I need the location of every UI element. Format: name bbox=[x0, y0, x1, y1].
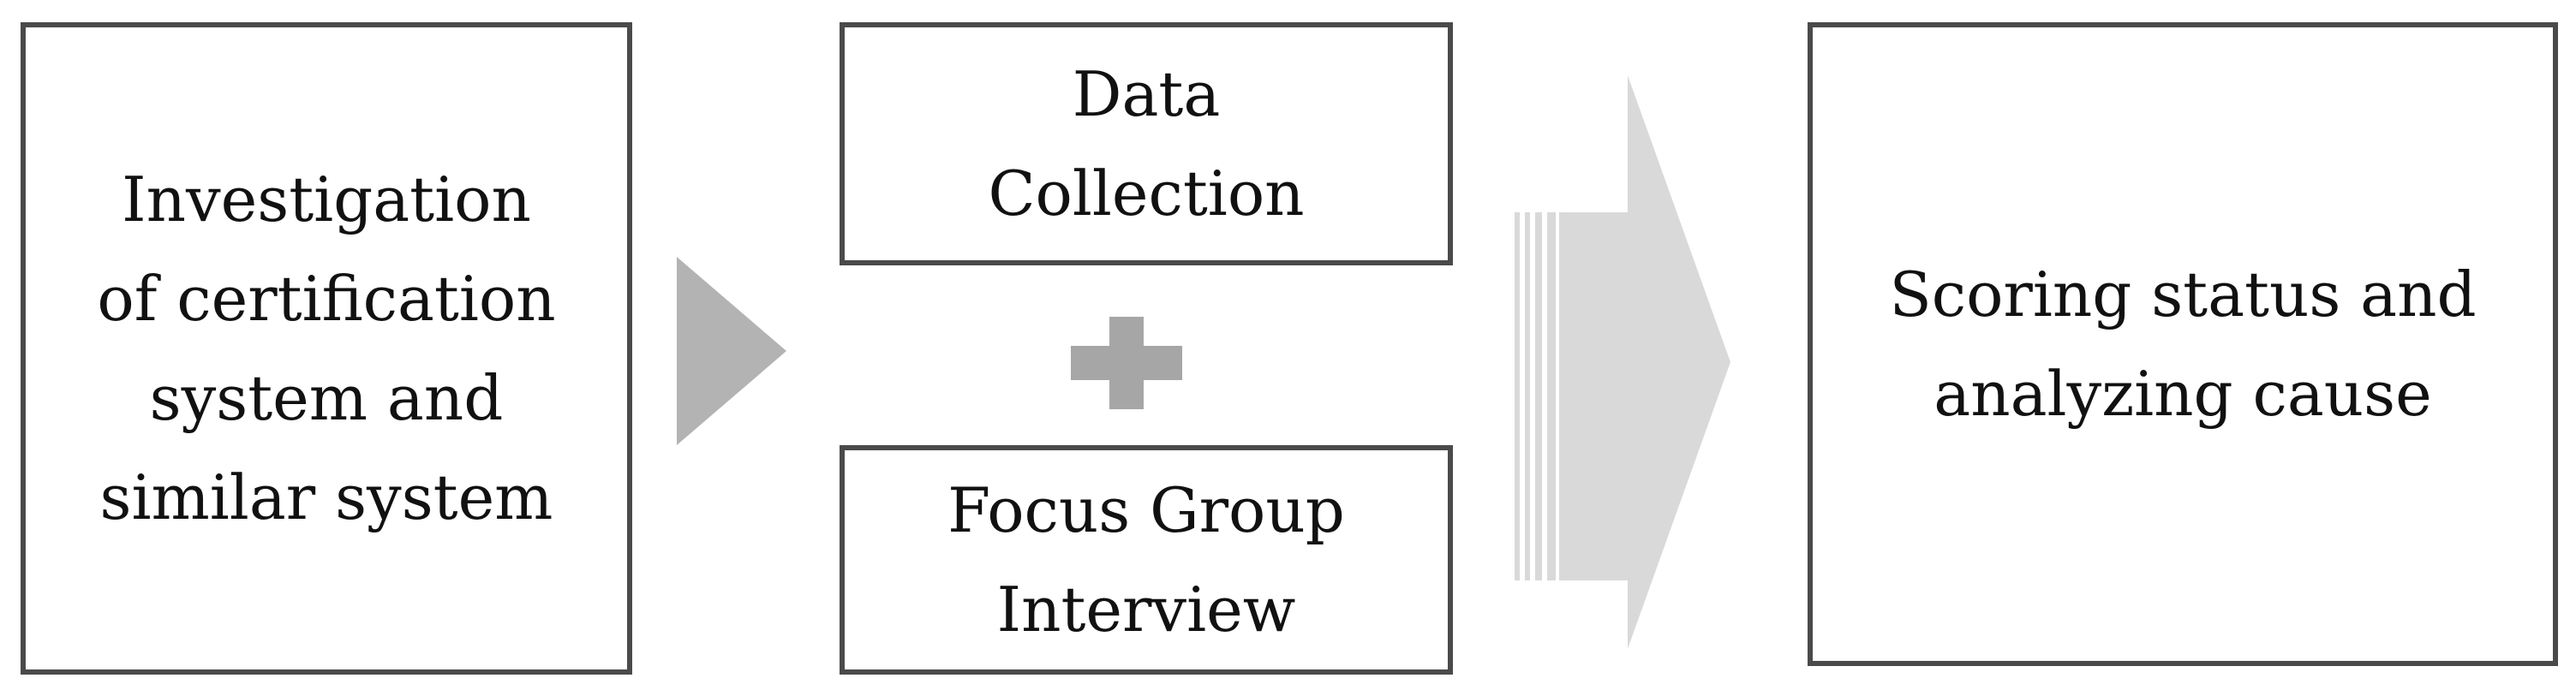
plus-icon bbox=[1071, 317, 1182, 409]
focus-group-box: Focus Group Interview bbox=[840, 445, 1453, 675]
focus-group-label: Focus Group Interview bbox=[947, 474, 1345, 645]
scoring-label: Scoring status and analyzing cause bbox=[1889, 259, 2477, 430]
data-collection-box: Data Collection bbox=[840, 22, 1453, 265]
small-arrow-icon bbox=[677, 257, 786, 445]
scoring-box: Scoring status and analyzing cause bbox=[1808, 22, 2558, 666]
data-collection-label: Data Collection bbox=[988, 58, 1305, 229]
investigation-label: Investigation of certification system an… bbox=[97, 164, 556, 533]
block-arrow-icon bbox=[1515, 75, 1730, 649]
investigation-box: Investigation of certification system an… bbox=[21, 22, 632, 675]
